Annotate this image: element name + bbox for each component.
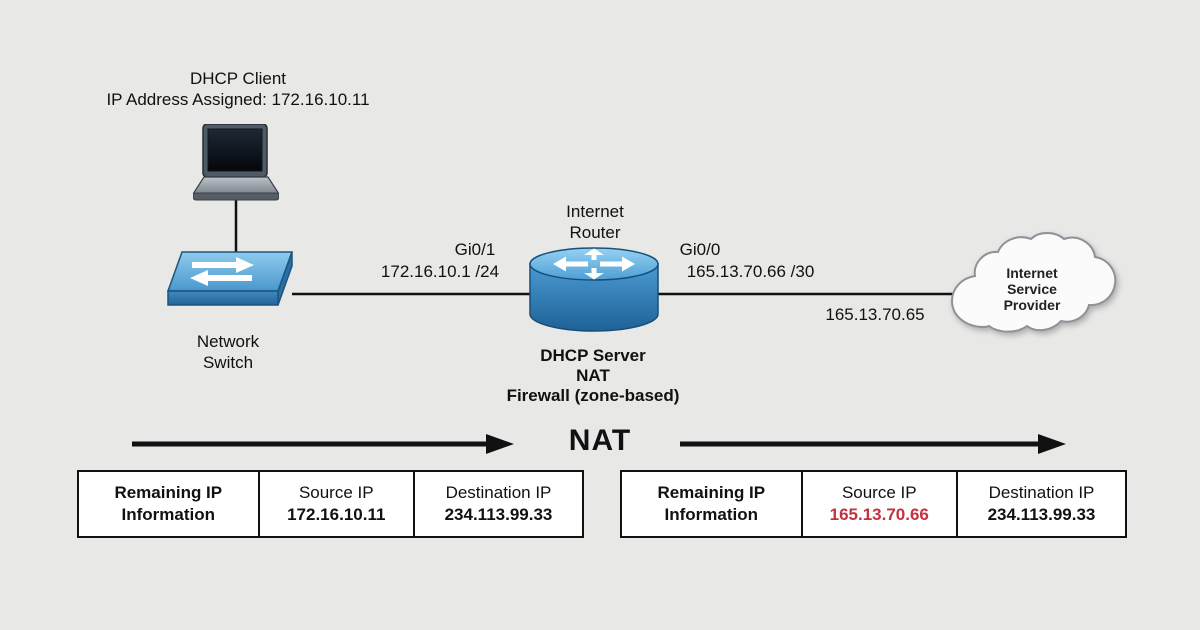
destination-ip-value: 234.113.99.33: [987, 505, 1096, 524]
network-switch-label: Network Switch: [196, 332, 260, 372]
destination-ip-cell: Destination IP 234.113.99.33: [412, 472, 582, 536]
internet-router-icon: [528, 246, 660, 334]
packet-table-before-nat: Remaining IP Information Source IP 172.1…: [77, 470, 584, 538]
router-left-interface-ip: 172.16.10.1 /24: [380, 262, 500, 281]
packet-table-after-nat: Remaining IP Information Source IP 165.1…: [620, 470, 1127, 538]
packet-info-cell: Remaining IP Information: [114, 483, 223, 524]
destination-ip-cell: Destination IP 234.113.99.33: [955, 472, 1125, 536]
nat-title: NAT: [568, 424, 632, 457]
source-ip-value-translated: 165.13.70.66: [829, 505, 929, 524]
isp-cloud-icon: [942, 228, 1120, 346]
router-right-interface-ip: 165.13.70.66 /30: [686, 262, 815, 281]
router-left-interface-name: Gi0/1: [454, 240, 496, 259]
source-ip-label: Source IP: [298, 483, 374, 502]
internet-router-label: Internet Router: [566, 202, 624, 242]
destination-ip-label: Destination IP: [988, 483, 1095, 502]
source-ip-cell: Source IP 165.13.70.66: [800, 472, 956, 536]
network-switch-icon: [166, 249, 294, 315]
source-ip-value: 172.16.10.11: [287, 505, 386, 524]
destination-ip-label: Destination IP: [445, 483, 552, 502]
source-ip-cell: Source IP 172.16.10.11: [257, 472, 413, 536]
isp-cloud-label: Internet Service Provider: [1003, 265, 1061, 313]
nat-arrows: [132, 434, 1066, 454]
dhcp-client-label: DHCP Client IP Address Assigned: 172.16.…: [106, 69, 370, 109]
source-ip-label: Source IP: [841, 483, 917, 502]
packet-info-cell: Remaining IP Information: [657, 483, 766, 524]
isp-link-ip-label: 165.13.70.65: [825, 305, 925, 324]
router-right-interface-name: Gi0/0: [679, 240, 721, 259]
laptop-icon: [191, 123, 281, 204]
router-services-label: DHCP Server NAT Firewall (zone-based): [506, 346, 680, 405]
destination-ip-value: 234.113.99.33: [444, 505, 553, 524]
